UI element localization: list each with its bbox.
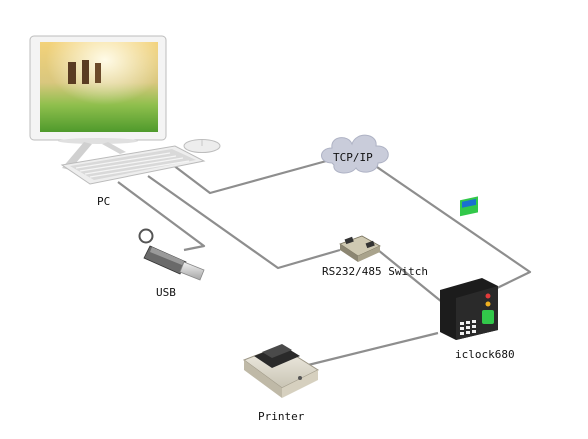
mouse-icon [183,139,221,153]
usb-drive-icon [138,228,205,281]
cable-printer-to-device [295,331,439,370]
cables [117,158,532,370]
label-tcpip: TCP/IP [333,151,373,164]
network-cloud-icon [321,134,389,174]
label-printer: Printer [258,410,305,423]
keyboard-icon [60,145,206,185]
time-attendance-terminal-icon [440,196,498,340]
label-usb: USB [156,286,176,299]
cable-pc-to-switch [147,175,341,270]
cable-pc-to-usb [117,181,206,252]
cable-pc-to-network [172,158,331,195]
receipt-printer-icon [242,344,320,398]
label-pc: PC [97,195,111,208]
label-switch: RS232/485 Switch [322,265,428,278]
cable-network-to-device [373,164,532,291]
desktop-computer-icon [29,35,167,170]
serial-switch-icon [339,235,381,262]
label-device: iclock680 [455,348,515,361]
cable-switch-to-device [377,249,443,303]
